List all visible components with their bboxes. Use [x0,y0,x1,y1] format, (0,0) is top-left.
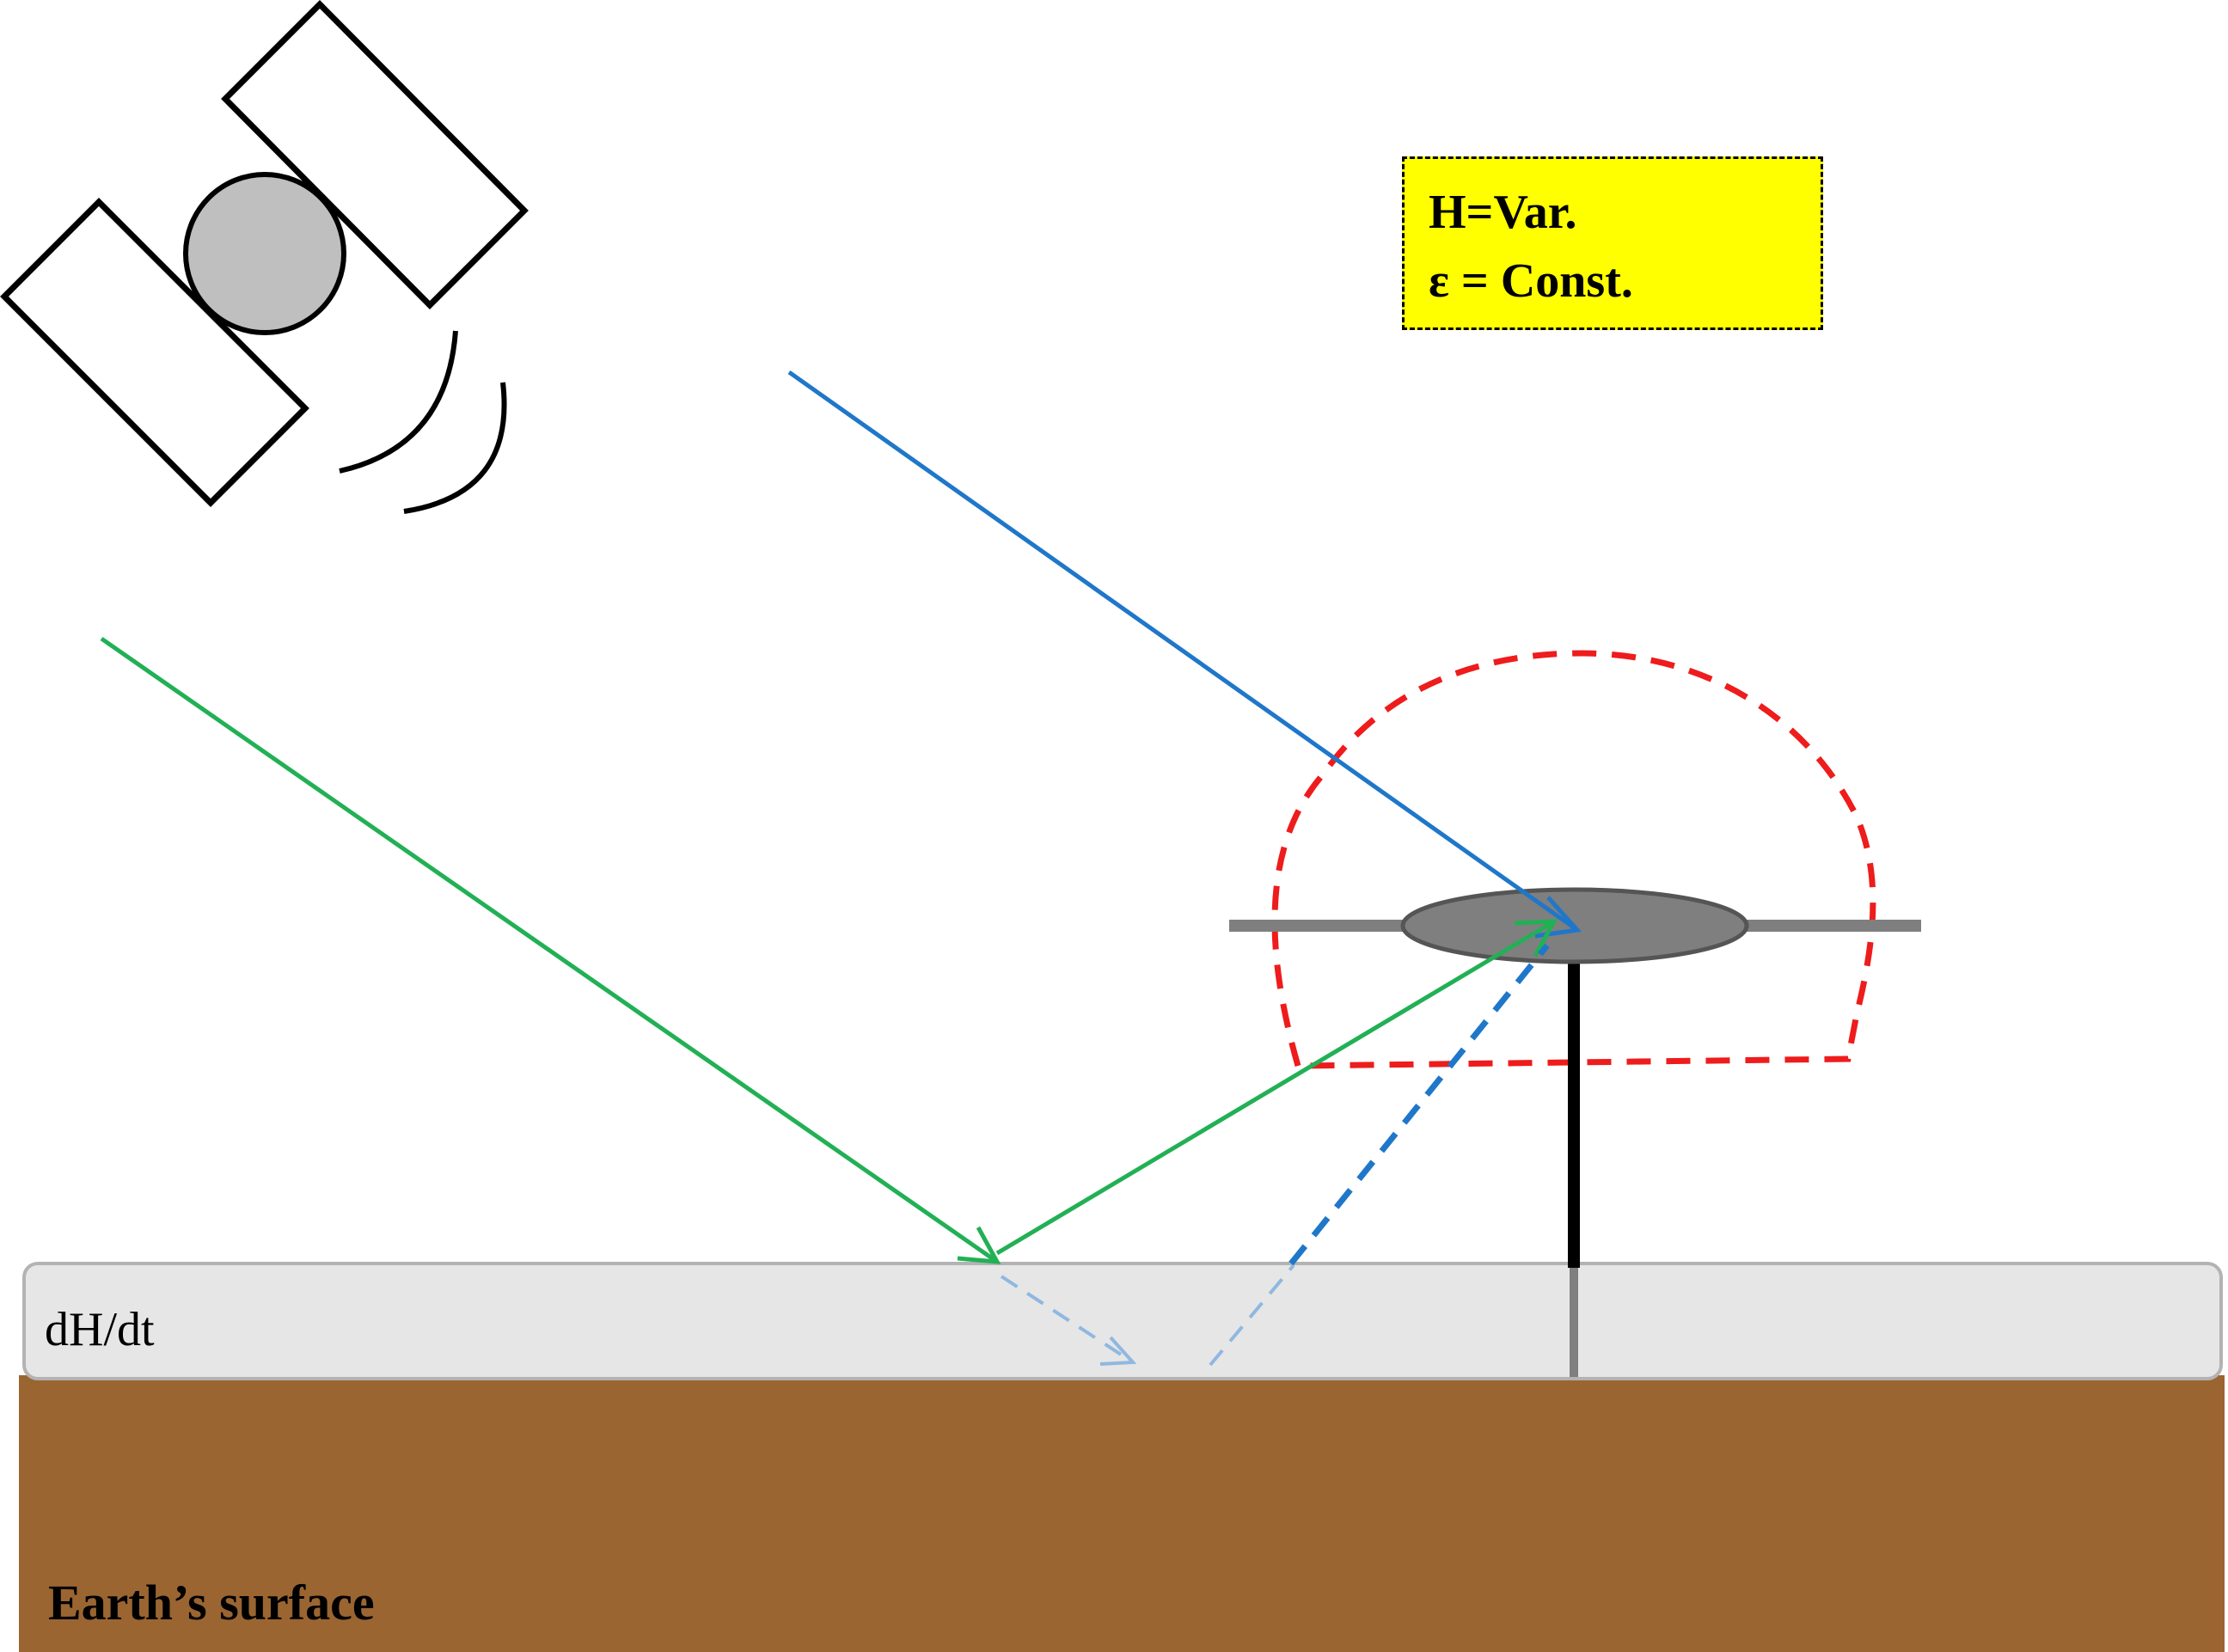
satellite-icon [0,0,529,514]
surface-layer [22,1262,2223,1380]
parameter-box: H=Var. ε = Const. [1402,156,1823,330]
parameter-height: H=Var. [1429,186,1577,239]
surface-label: Earth’s surface [48,1575,375,1631]
satellite-solar-panel-lower [0,198,309,507]
incident-signal-arrow [100,636,1001,1264]
parameter-permittivity: ε = Const. [1429,254,1633,308]
signal-wave-outer [403,382,507,514]
earth-surface [19,1375,2225,1652]
satellite-body [183,172,346,335]
subsurface-reflection-to-antenna [1288,943,1550,1266]
subsurface-reflection-path [1209,1263,1295,1367]
reflected-signal-arrow [995,919,1558,1256]
direct-signal-arrow [787,370,1582,939]
penetrating-signal-arrow [1000,1275,1137,1366]
layer-label: dH/dt [45,1303,155,1356]
signal-wave-inner [339,330,458,474]
antenna-pattern [1271,650,1876,1069]
satellite-solar-panel-upper [221,0,529,309]
